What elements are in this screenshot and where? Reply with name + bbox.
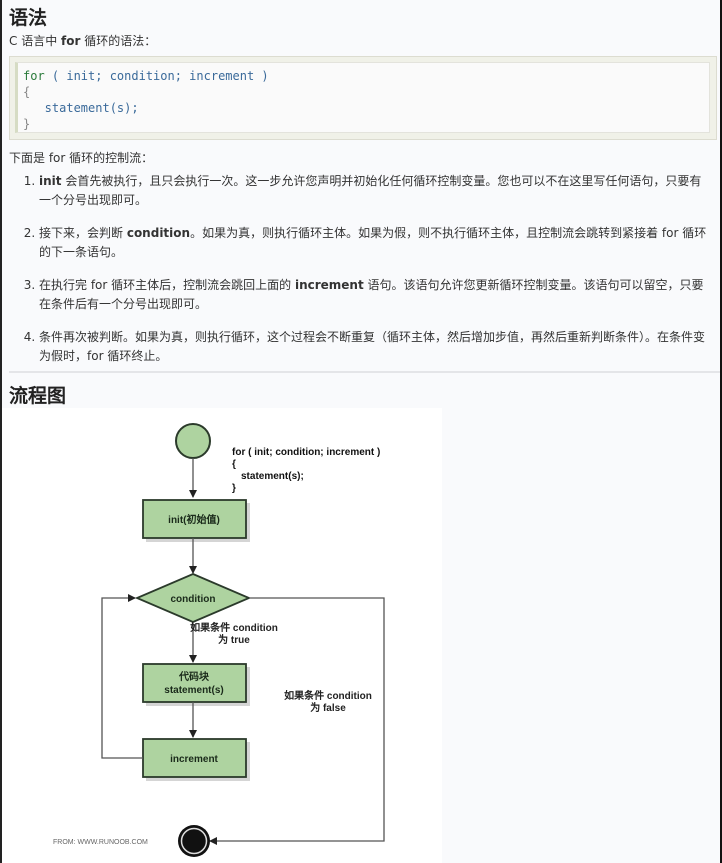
diagram-code-line4: } — [232, 483, 236, 494]
true-label-line2: 为 true — [218, 633, 250, 646]
step-item: 条件再次被判断。如果为真，则执行循环，这个过程会不断重复（循环主体，然后增加步值… — [39, 328, 709, 366]
code-snippet: for ( init; condition; increment ) { sta… — [23, 69, 269, 131]
statement-box-line1: 代码块 — [178, 670, 210, 683]
window-left-edge — [0, 0, 2, 863]
for-keyword: for — [61, 34, 81, 48]
step-item: 在执行完 for 循环主体后，控制流会跳回上面的 increment 语句。该语… — [39, 276, 709, 314]
flowchart-heading: 流程图 — [9, 385, 67, 407]
control-flow-intro: 下面是 for 循环的控制流： — [9, 151, 154, 165]
diagram-code-line2: { — [232, 459, 236, 470]
code-block: for ( init; condition; increment ) { sta… — [9, 56, 717, 140]
step-item: init 会首先被执行，且只会执行一次。这一步允许您声明并初始化任何循环控制变量… — [39, 172, 709, 210]
start-node-icon — [175, 423, 211, 459]
statement-box-line2: statement(s) — [164, 685, 223, 696]
condition-label: condition — [171, 594, 216, 605]
control-flow-steps: init 会首先被执行，且只会执行一次。这一步允许您声明并初始化任何循环控制变量… — [9, 172, 709, 380]
false-label-line2: 为 false — [310, 701, 346, 714]
syntax-heading: 语法 — [9, 7, 48, 29]
step-item: 接下来，会判断 condition。如果为真，则执行循环主体。如果为假，则不执行… — [39, 224, 709, 262]
source-credit: FROM: WWW.RUNOOB.COM — [53, 839, 148, 846]
section-divider — [9, 371, 720, 373]
increment-box-label: increment — [170, 754, 218, 765]
diagram-code-line1: for ( init; condition; increment ) — [232, 447, 380, 458]
diagram-code-line3: statement(s); — [241, 471, 304, 482]
init-box-label: init(初始值) — [168, 513, 220, 526]
false-label-line1: 如果条件 condition — [284, 689, 372, 702]
for-loop-flowchart: for ( init; condition; increment ) { sta… — [2, 408, 442, 863]
window-right-edge — [720, 0, 722, 863]
end-node-icon — [178, 825, 210, 857]
syntax-intro: C 语言中 for 循环的语法： — [9, 34, 157, 48]
statement-box — [142, 663, 247, 703]
increment-box — [142, 738, 247, 778]
init-box — [142, 499, 247, 539]
true-label-line1: 如果条件 condition — [190, 621, 278, 634]
